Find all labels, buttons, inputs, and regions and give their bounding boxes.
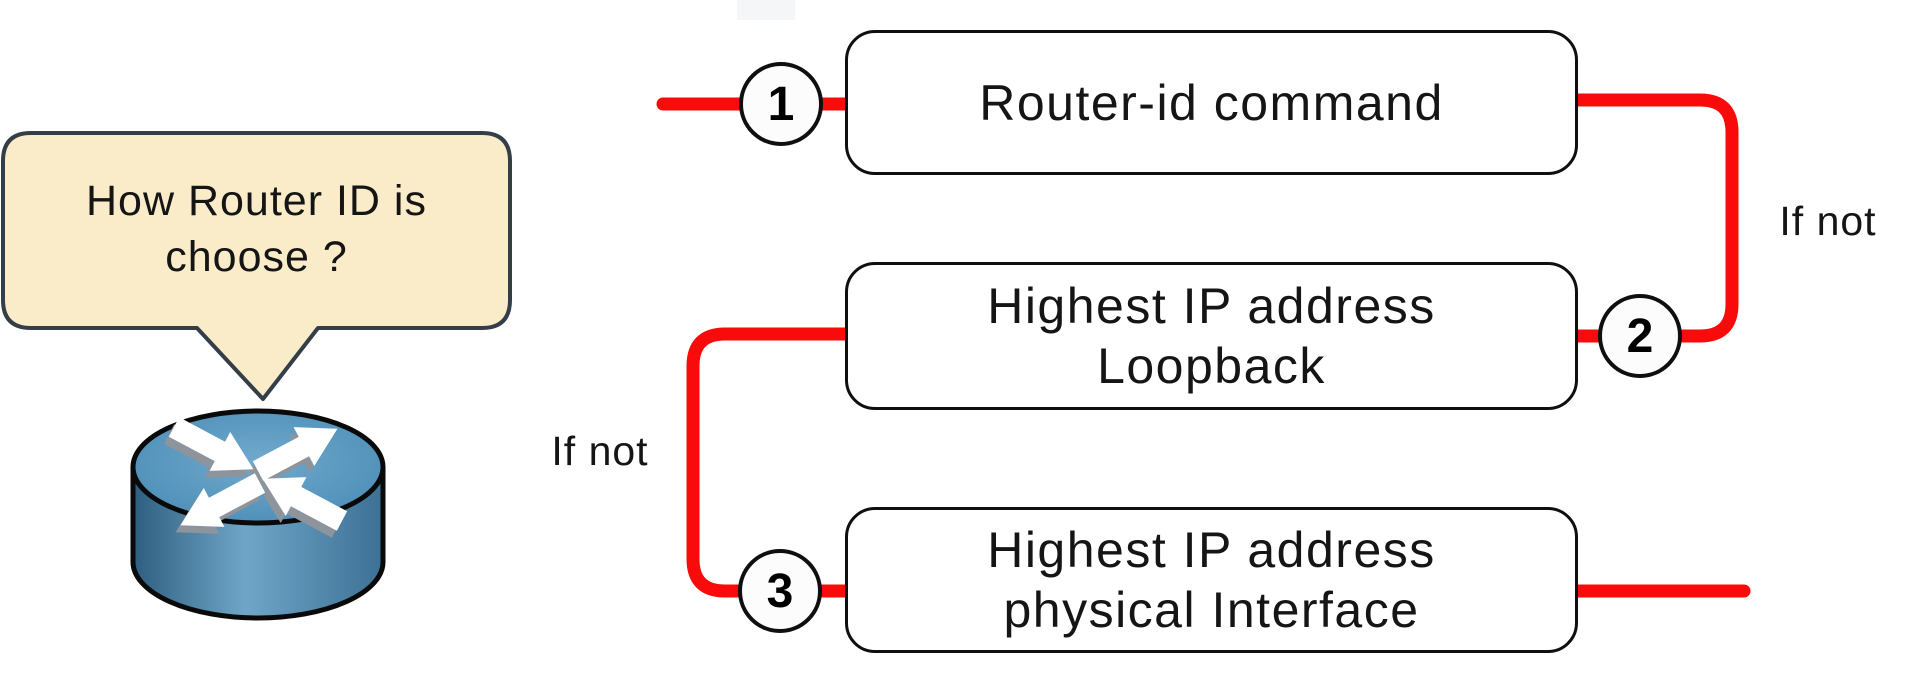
top-artifact bbox=[737, 0, 795, 20]
step-box-highest-ip-loopback: Highest IP address Loopback bbox=[845, 262, 1578, 410]
step-box-label-line: Loopback bbox=[1097, 338, 1326, 394]
step-box-router-id-command: Router-id command bbox=[845, 30, 1578, 175]
connector-box1-to-circle2 bbox=[1569, 93, 1739, 343]
step-number-3: 3 bbox=[738, 549, 822, 633]
step-box-label-line: Router-id command bbox=[979, 74, 1444, 131]
speech-bubble bbox=[1, 131, 512, 401]
bubble-text-line2: choose ? bbox=[165, 232, 348, 281]
router-icon bbox=[130, 408, 386, 621]
step-box-highest-ip-physical: Highest IP address physical Interface bbox=[845, 507, 1578, 653]
step-box-label-line: Highest IP address bbox=[987, 522, 1436, 578]
bubble-text-line1: How Router ID is bbox=[86, 177, 427, 225]
router-arrows bbox=[163, 417, 348, 538]
if-not-label-right: If not bbox=[1779, 198, 1877, 244]
step-box-label-line: Highest IP address bbox=[987, 278, 1436, 334]
step-number-1: 1 bbox=[739, 62, 823, 146]
step-number-2: 2 bbox=[1598, 294, 1682, 378]
step-box-label-line: physical Interface bbox=[1003, 582, 1420, 638]
speech-bubble-text: How Router ID is choose ? bbox=[3, 174, 510, 286]
if-not-label-left: If not bbox=[551, 428, 649, 474]
connector-box2-to-circle3 bbox=[686, 327, 855, 598]
